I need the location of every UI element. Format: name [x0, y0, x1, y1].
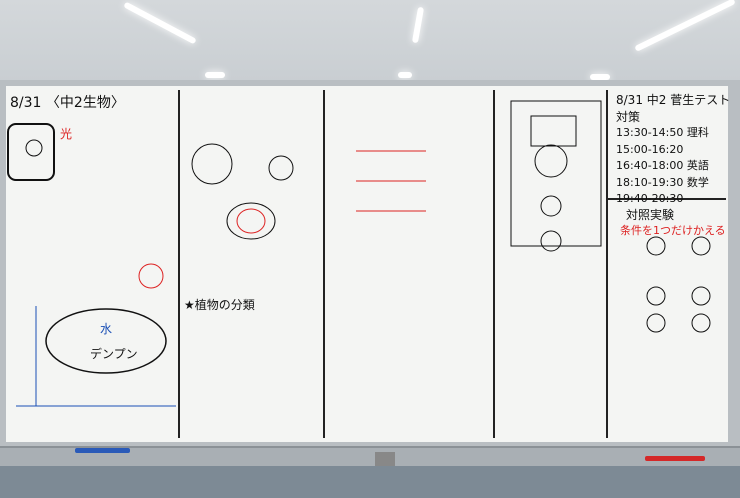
- schedule-title: 8/31 中2 菅生テスト対策: [616, 93, 731, 124]
- date: 8/31: [10, 95, 42, 111]
- divider: [606, 90, 608, 438]
- left-title: 8/31 〈中2生物〉: [10, 92, 125, 112]
- experiment-note: 条件を1つだけかえる: [620, 224, 726, 237]
- divider: [493, 90, 495, 438]
- ceiling: [0, 0, 740, 82]
- divider: [178, 90, 180, 438]
- label-light: 光: [60, 127, 73, 141]
- blue-marker[interactable]: [75, 448, 130, 453]
- label-water: 水: [100, 322, 113, 336]
- experiment-title: 対照実験: [626, 208, 675, 222]
- schedule-row: 16:40-18:00 英語: [616, 159, 709, 172]
- schedule-row: 13:30-14:50 理科: [616, 126, 709, 139]
- red-marker[interactable]: [645, 456, 705, 461]
- divider: [608, 198, 726, 200]
- ceiling-light: [590, 74, 610, 80]
- ceiling-light: [205, 72, 225, 78]
- label-plant-classification: ★植物の分類: [184, 298, 255, 312]
- marker-tray: [0, 446, 740, 468]
- label-starch: デンプン: [90, 347, 138, 361]
- ceiling-light: [398, 72, 412, 78]
- ceiling-light: [123, 1, 197, 45]
- schedule-row: 18:10-19:30 数学: [616, 175, 709, 189]
- board-drawings: [7, 100, 711, 407]
- title: 〈中2生物〉: [45, 95, 125, 111]
- schedule: 8/31 中2 菅生テスト対策 13:30-14:50 理科 15:00-16:…: [616, 92, 740, 208]
- ceiling-light: [634, 0, 736, 52]
- schedule-row: 15:00-16:20: [616, 142, 684, 156]
- ceiling-light: [411, 6, 425, 44]
- floor: [0, 466, 740, 498]
- divider: [323, 90, 325, 438]
- schedule-row: 19:40-20:30: [616, 192, 684, 205]
